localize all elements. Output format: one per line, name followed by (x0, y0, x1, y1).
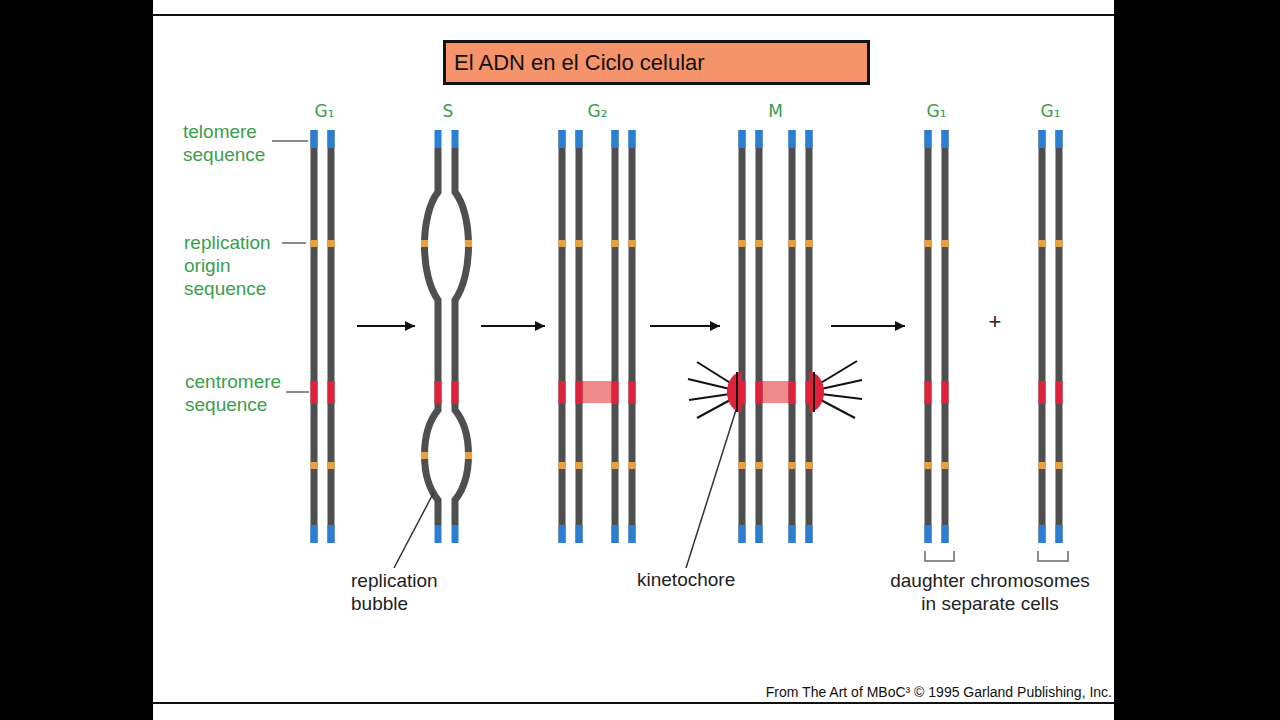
telomere-mark (452, 525, 459, 543)
phase-arrow (481, 325, 545, 327)
chromatid (1039, 130, 1046, 543)
phase-label: M (728, 100, 823, 122)
chromatid (942, 130, 949, 543)
spindle-fibers (688, 361, 862, 418)
telomere-mark (452, 130, 459, 148)
part-label: replication origin sequence (184, 231, 294, 300)
title-box: El ADN en el Ciclo celular (443, 40, 870, 85)
origin-mark (421, 452, 428, 459)
leader-line (282, 242, 306, 244)
diagram-title: El ADN en el Ciclo celular (446, 50, 705, 76)
chromatid (576, 130, 583, 543)
phase-stage: S (423, 100, 473, 552)
frame-line (153, 14, 1114, 16)
leader-line (394, 492, 434, 568)
phase-stage: G₁ (1027, 100, 1074, 552)
leader-line (286, 391, 309, 393)
source-credit: From The Art of MBoC³ © 1995 Garland Pub… (680, 684, 1112, 701)
phase-stage: G₂ (553, 100, 642, 552)
callout-label: kinetochore (637, 568, 767, 591)
chromatid (559, 130, 566, 543)
phase-label: G₂ (553, 100, 642, 122)
chromatid (629, 130, 636, 543)
part-label: telomere sequence (183, 120, 293, 166)
phase-arrow (831, 325, 905, 327)
spindle-fiber (688, 379, 730, 389)
chromatid (328, 130, 335, 543)
origin-mark (465, 452, 472, 459)
chromatid (1056, 130, 1063, 543)
phase-stage: G₁ (913, 100, 960, 552)
part-label: centromere sequence (185, 370, 295, 416)
telomere-mark (435, 130, 442, 148)
spindle-fiber (821, 394, 862, 399)
origin-mark (465, 240, 472, 247)
chromatid (789, 130, 796, 543)
spindle-fiber (819, 399, 855, 418)
phase-label: G₁ (913, 100, 960, 122)
origin-mark (421, 240, 428, 247)
centromere-mark (452, 381, 459, 404)
spindle-fiber (819, 361, 857, 384)
chromatid (756, 130, 763, 543)
phase-arrow (650, 325, 720, 327)
cohesion-region (582, 381, 612, 403)
phase-stage: G₁ (300, 100, 349, 552)
plus-sign: + (983, 309, 1007, 335)
bracket (1038, 551, 1068, 561)
phase-label: S (423, 100, 473, 122)
phase-stage: M (728, 100, 823, 552)
callout-label: replication bubble (351, 569, 461, 615)
dna-strand (425, 148, 439, 525)
callout-label: daughter chromosomes in separate cells (886, 569, 1094, 615)
chromatid (739, 130, 746, 543)
kinetochore-shape (809, 372, 824, 412)
kinetochore-edge (736, 372, 738, 412)
telomere-mark (435, 525, 442, 543)
spindle-fiber (697, 362, 732, 384)
white-panel (153, 0, 1114, 720)
chromatid (612, 130, 619, 543)
frame-line (153, 702, 1114, 704)
kinetochore-shape (727, 372, 742, 412)
phase-label: G₁ (1027, 100, 1074, 122)
kinetochore-edge (813, 372, 815, 412)
phase-label: G₁ (300, 100, 349, 122)
spindle-fiber (821, 380, 862, 389)
phase-arrow (357, 325, 415, 327)
dna-strand (455, 148, 469, 525)
spindle-fiber (697, 399, 732, 418)
leader-line (686, 410, 736, 568)
chromatid (925, 130, 932, 543)
leader-line (272, 140, 308, 142)
chromatid (311, 130, 318, 543)
cohesion-region (762, 381, 789, 403)
chromatid (806, 130, 813, 543)
spindle-fiber (689, 394, 730, 400)
centromere-mark (435, 381, 442, 404)
bracket (925, 551, 954, 561)
